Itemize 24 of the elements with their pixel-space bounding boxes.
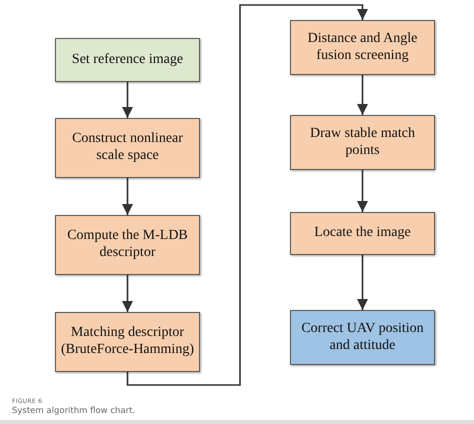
process-box — [290, 310, 435, 365]
step-text: Matching descriptor (BruteForce-Hamming) — [60, 325, 195, 359]
step-text: Distance and Angle fusion screening — [306, 30, 418, 64]
arrow — [122, 178, 134, 215]
arrow — [126, 4, 368, 386]
arrow — [122, 275, 134, 312]
process-box — [55, 38, 200, 82]
step-text: Construct nonlinear scale space — [71, 131, 184, 165]
step-text: Locate the image — [314, 225, 411, 242]
caption: System algorithm flow chart. — [12, 406, 136, 416]
arrow — [356, 75, 368, 115]
arrow — [356, 255, 368, 310]
step-text: Draw stable match points — [309, 126, 416, 160]
process-box — [290, 20, 435, 75]
process-box — [290, 212, 435, 255]
process-box — [55, 118, 200, 178]
arrow — [356, 170, 368, 212]
step-text: Compute the M-LDB descriptor — [66, 228, 189, 262]
step-text: Correct UAV position and attitude — [300, 320, 425, 354]
process-box — [55, 215, 200, 275]
process-box — [55, 312, 200, 372]
process-box — [290, 115, 435, 170]
step-text: Set reference image — [72, 52, 184, 68]
arrow — [122, 82, 134, 118]
